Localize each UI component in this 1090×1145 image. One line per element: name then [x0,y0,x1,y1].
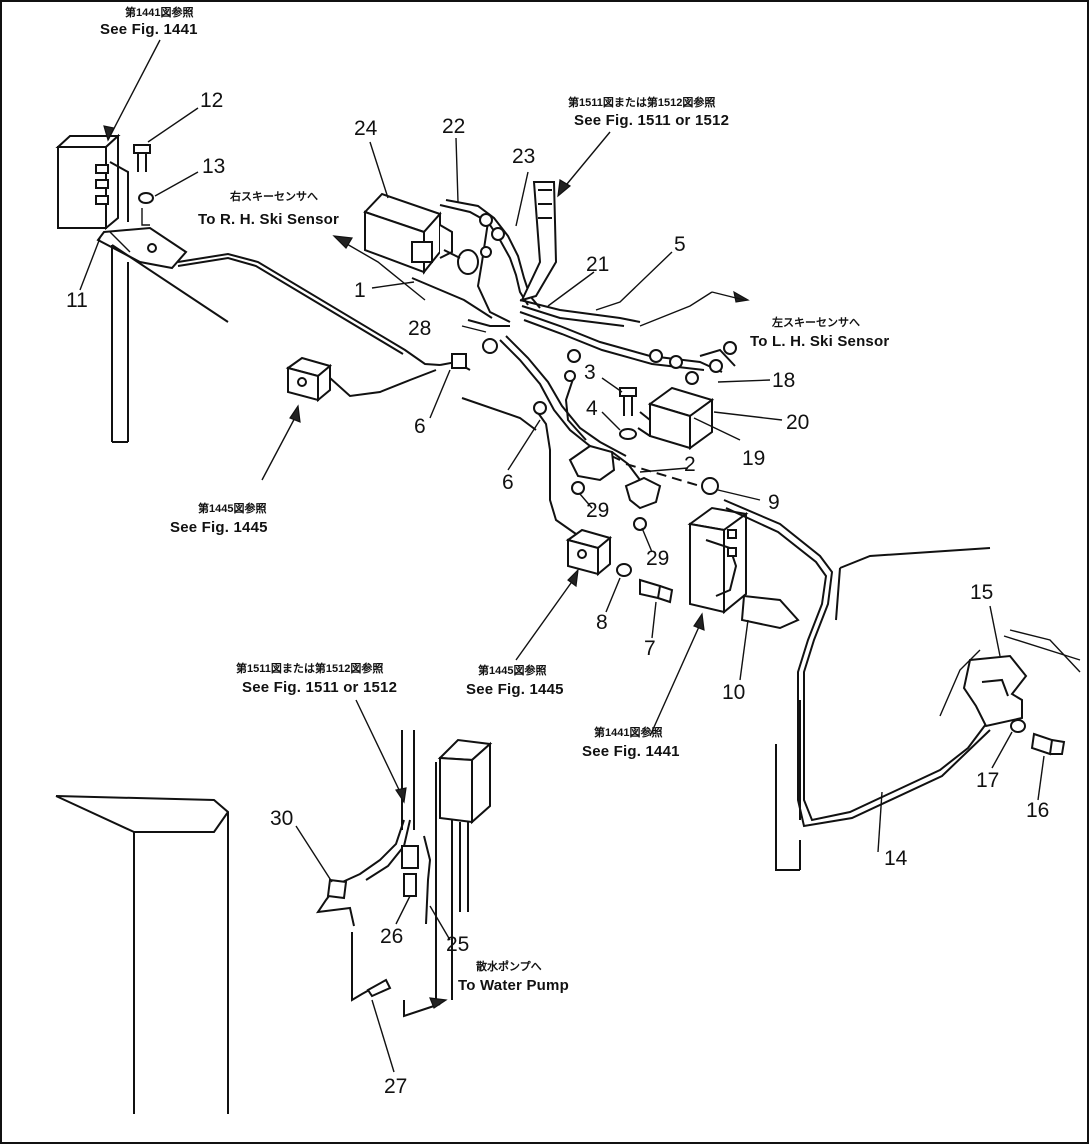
bolt-16 [1030,732,1066,756]
dest-rh-ski-en: To R. H. Ski Sensor [198,211,340,228]
callout-29-lower: 29 [646,547,670,570]
callout-3: 3 [584,361,596,384]
sensor-left-1445 [285,356,333,403]
dest-lh-ski-en: To L. H. Ski Sensor [750,333,890,350]
ref-fig1511-top-en: See Fig. 1511 or 1512 [574,112,730,129]
callout-26: 26 [380,925,404,948]
vertical-tube [401,730,415,830]
ref-fig1441-bottom-jp: 第1441図参照 [594,727,663,739]
harness-30 [315,819,405,927]
washer-8 [616,563,632,577]
dest-water-pump-en: To Water Pump [458,977,569,994]
harness-bundle-22 [439,204,529,306]
callout-27: 27 [384,1075,408,1098]
switch-assembly-2 [568,444,701,510]
ref-fig1445-left-jp: 第1445図参照 [198,503,267,515]
harness-14 [723,499,987,822]
callout-7: 7 [644,637,656,660]
nut-9 [701,477,719,495]
ref-fig1445-left-en: See Fig. 1445 [170,519,268,536]
harness-branch-right [519,311,723,373]
callout-9: 9 [768,491,780,514]
water-pump-box [437,738,493,912]
callout-16: 16 [1026,799,1050,822]
connector-26 [401,845,419,869]
callout-28: 28 [408,317,432,340]
dest-lh-ski-jp: 左スキーセンサへ [772,317,860,329]
harness-left-sensor [329,369,437,398]
washer-4 [619,428,637,440]
ref-fig1441-bottom-en: See Fig. 1441 [582,743,680,760]
tube-23 [520,181,558,302]
bracket-15 [939,629,1081,728]
callout-13: 13 [202,155,226,178]
callout-5: 5 [674,233,686,256]
callout-12: 12 [200,89,224,112]
ref-fig1511-bottom-en: See Fig. 1511 or 1512 [242,679,398,696]
ref-fig1441-top-en: See Fig. 1441 [100,21,198,38]
washer-17 [1010,719,1026,733]
harness-1 [411,277,493,319]
dest-water-pump-jp: 散水ポンプへ [476,961,542,973]
callout-17: 17 [976,769,1000,792]
callout-6-left: 6 [414,415,426,438]
ref-fig1511-top-jp: 第1511図または第1512図参照 [568,97,716,109]
controller-box-top-left [55,133,129,231]
ref-fig1445-mid-jp: 第1445図参照 [478,665,547,677]
callout-24: 24 [354,117,378,140]
callout-15: 15 [970,581,994,604]
bolt-7 [639,578,674,604]
callout-8: 8 [596,611,608,634]
bottom-left-panel [55,795,229,1114]
dest-rh-ski-jp: 右スキーセンサへ [230,191,318,203]
callout-6-center: 6 [502,471,514,494]
harness-21 [519,299,641,323]
callout-25: 25 [446,933,470,956]
callout-18: 18 [772,369,796,392]
washer-13 [138,192,154,204]
callout-20: 20 [786,411,810,434]
sensor-center-1445 [565,528,613,577]
bolt-12 [133,144,151,172]
callout-29-upper: 29 [586,499,610,522]
ref-fig1445-mid-en: See Fig. 1445 [466,681,564,698]
left-panel-edge [111,244,229,442]
bracket-11 [96,226,188,270]
callout-19: 19 [742,447,766,470]
callout-30: 30 [270,807,294,830]
callout-1: 1 [354,279,366,302]
bolt-3 [619,387,637,416]
callout-4: 4 [586,397,598,420]
harness-main [177,252,441,366]
controller-box-bottom [687,506,800,630]
callout-2: 2 [684,453,696,476]
right-panel-edge [775,547,991,871]
callout-11: 11 [66,289,88,312]
callout-10: 10 [722,681,746,704]
callout-23: 23 [512,145,536,168]
callout-22: 22 [442,115,466,138]
sensor-box-24 [363,192,479,275]
ref-fig1441-top-jp: 第1441図参照 [125,7,194,19]
callout-14: 14 [884,847,908,870]
relay-box-20 [637,386,715,450]
ref-fig1511-bottom-jp: 第1511図または第1512図参照 [236,663,384,675]
callout-21: 21 [586,253,610,276]
